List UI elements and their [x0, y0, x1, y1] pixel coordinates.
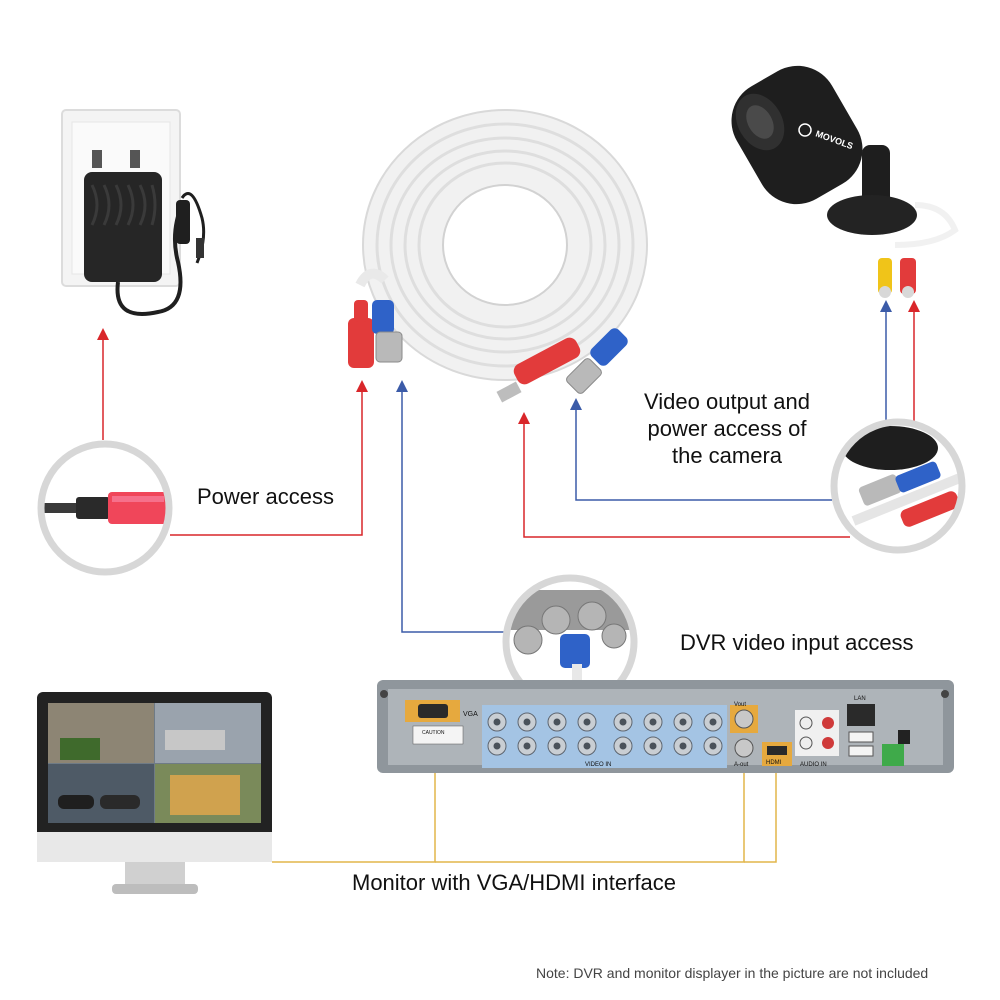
video-camera-coil-arrow	[570, 398, 832, 501]
bnc-port-pin	[553, 742, 561, 750]
camera-access-line-1: Video output and	[644, 389, 810, 414]
dvr-lan-label: LAN	[854, 696, 866, 702]
camera-access-label: Video output and power access of the cam…	[612, 388, 842, 469]
video-dvr-arrow	[396, 380, 505, 633]
bnc-port-pin	[709, 742, 717, 750]
hdmi-line	[744, 768, 777, 863]
dvr-audio-in-label: AUDIO IN	[800, 762, 827, 768]
bnc-port-pin	[523, 718, 531, 726]
power-coil-arrow	[170, 380, 368, 536]
bnc-port-pin	[523, 742, 531, 750]
bnc-port-pin	[679, 742, 687, 750]
bnc-port-pin	[709, 718, 717, 726]
dvr-input-label: DVR video input access	[680, 630, 914, 655]
bnc-port-pin	[493, 718, 501, 726]
power-camera-coil-arrow	[518, 412, 850, 538]
bnc-port-pin	[619, 718, 627, 726]
camera-access-line-3: the camera	[671, 443, 783, 468]
power-adapter-illustration	[61, 109, 206, 316]
bnc-port-pin	[649, 718, 657, 726]
dvr-aout-label: A-out	[734, 762, 749, 768]
dvr-illustration: VGA CAUTION VIDEO IN Vout A-out HDMI AUD…	[377, 680, 954, 773]
connection-lines	[97, 300, 920, 863]
dvr-hdmi-label: HDMI	[766, 760, 782, 766]
camera-access-line-2: power access of	[647, 416, 807, 441]
video-in-ports	[487, 712, 723, 756]
bnc-port-pin	[619, 742, 627, 750]
dvr-vout-label: Vout	[734, 702, 746, 708]
dvr-vga-label: VGA	[463, 711, 478, 718]
vout-line	[435, 758, 745, 863]
monitor-interface-label: Monitor with VGA/HDMI interface	[352, 870, 676, 895]
bnc-port-pin	[679, 718, 687, 726]
dvr-caution-label: CAUTION	[422, 730, 445, 736]
cable-coil-illustration	[348, 109, 648, 403]
dvr-connector-closeup	[502, 574, 638, 710]
bnc-port-pin	[583, 742, 591, 750]
power-access-label: Power access	[197, 484, 334, 509]
not-included-note: Note: DVR and monitor displayer in the p…	[536, 965, 929, 981]
bnc-port-pin	[583, 718, 591, 726]
bnc-port-pin	[553, 718, 561, 726]
camera-illustration: MOVOLS	[731, 65, 959, 298]
dvr-video-in-label: VIDEO IN	[585, 762, 611, 768]
bnc-port-pin	[493, 742, 501, 750]
power-plug-closeup	[37, 440, 173, 576]
monitor-illustration	[37, 692, 272, 894]
camera-connector-closeup	[830, 418, 966, 554]
bnc-port-pin	[649, 742, 657, 750]
